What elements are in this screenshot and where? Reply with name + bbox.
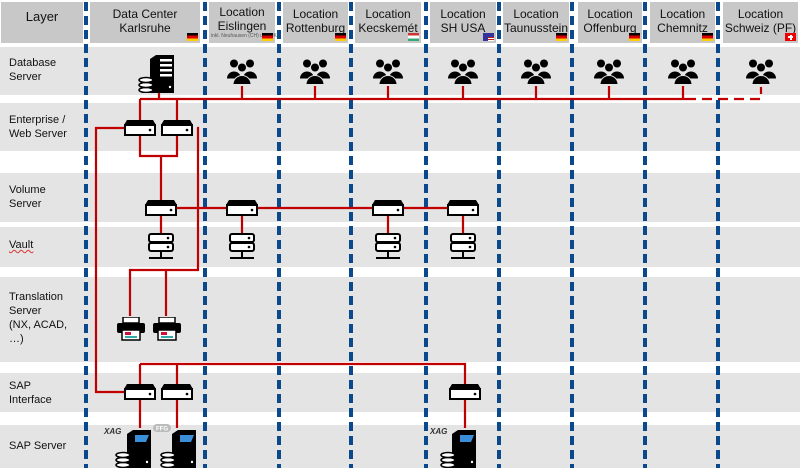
translation-server-printer-icon [153, 317, 181, 341]
col-label: Kecskemét [358, 21, 418, 35]
germany-flag-icon [702, 33, 713, 41]
col-label: Data Center [112, 7, 178, 21]
sap-interface-server-icon [161, 384, 193, 400]
users-group-icon [300, 58, 330, 85]
enterprise-server-icon [124, 120, 156, 136]
layer-header-label: Layer [25, 9, 59, 24]
xag-logo: XAG [429, 427, 447, 436]
layer-label: SAP Server [9, 440, 67, 452]
layer-label: Server [9, 71, 42, 83]
layer-sap-interface: SAP Interface [9, 379, 52, 407]
enterprise-links [138, 99, 179, 202]
volume-server-icon [145, 200, 177, 216]
col-label: Location [587, 7, 633, 21]
volume-server-icon [447, 200, 479, 216]
col-note: inkl. Neuhausen (CH) und UK [211, 33, 277, 39]
layer-enterprise-web-server: Enterprise / Web Server [9, 113, 67, 141]
users-group-icon [521, 58, 551, 85]
header-layer: Layer [1, 2, 83, 43]
sap-interface-server-icon [449, 384, 481, 400]
vault-server-icon [148, 233, 174, 259]
col-label: Rottenburg [285, 21, 346, 35]
xag-logo: XAG [103, 427, 121, 436]
germany-flag-icon [262, 33, 273, 41]
volume-server-icon [372, 200, 404, 216]
ffg-logo [153, 424, 171, 432]
database-bus-dashed-schweiz [686, 87, 763, 101]
layer-label: Interface [9, 394, 52, 406]
layer-label: SAP [9, 380, 32, 392]
sap-interface-links [94, 126, 467, 428]
layer-label: Server [9, 198, 42, 210]
col-label: Location [737, 7, 784, 21]
translation-links [128, 126, 200, 316]
band-database [0, 47, 800, 95]
users-group-icon [448, 58, 478, 85]
col-label: Taunusstein [503, 21, 569, 35]
layer-label: Server [9, 305, 42, 317]
col-label: Chemnitz [657, 21, 708, 35]
layer-label: Web Server [9, 128, 67, 140]
col-label: Location [219, 5, 265, 19]
col-label: Location [513, 7, 559, 21]
vault-server-icon [229, 233, 255, 259]
layer-label: …) [9, 333, 24, 345]
germany-flag-icon [335, 33, 346, 41]
germany-flag-icon [556, 33, 567, 41]
layer-label: Vault [9, 239, 34, 251]
sap-interface-server-icon [124, 384, 156, 400]
ffg-logo-text: FFG [156, 427, 168, 433]
volume-server-icon [226, 200, 258, 216]
translation-server-printer-icon [117, 317, 145, 341]
col-label: Location [292, 7, 339, 21]
col-label: SH USA [440, 21, 486, 35]
layer-label: Enterprise / [9, 114, 66, 126]
database-bus [140, 86, 686, 101]
database-server-icon [138, 54, 175, 93]
users-group-icon [373, 58, 403, 85]
volume-bus [159, 206, 465, 234]
switzerland-flag-icon [785, 33, 796, 41]
hungary-flag-icon [408, 33, 419, 41]
usa-flag-icon [483, 33, 494, 41]
col-label: Location [365, 7, 411, 21]
layer-label: Translation [9, 291, 64, 303]
connections [94, 86, 763, 428]
enterprise-server-icon [161, 120, 193, 136]
sap-server-icon [160, 429, 197, 468]
col-label: Location [440, 7, 486, 21]
col-label: Schweiz (PF) [724, 21, 797, 35]
col-label: Eislingen [217, 19, 267, 33]
layer-vault: Vault [9, 238, 33, 252]
users-group-icon [594, 58, 624, 85]
vault-server-icon [375, 233, 401, 259]
users-group-icon [668, 58, 698, 85]
col-label: Offenburg [583, 21, 637, 35]
users-group-icon [746, 58, 776, 85]
germany-flag-icon [629, 33, 640, 41]
layer-label: Volume [9, 184, 46, 196]
germany-flag-icon [187, 33, 198, 41]
col-label: Karlsruhe [119, 21, 171, 35]
layer-label: (NX, ACAD, [9, 319, 68, 331]
vault-server-icon [450, 233, 476, 259]
col-label: Location [659, 7, 706, 21]
layer-label: Database [9, 57, 57, 69]
users-group-icon [227, 58, 257, 85]
layer-sap-server: SAP Server [9, 439, 66, 453]
